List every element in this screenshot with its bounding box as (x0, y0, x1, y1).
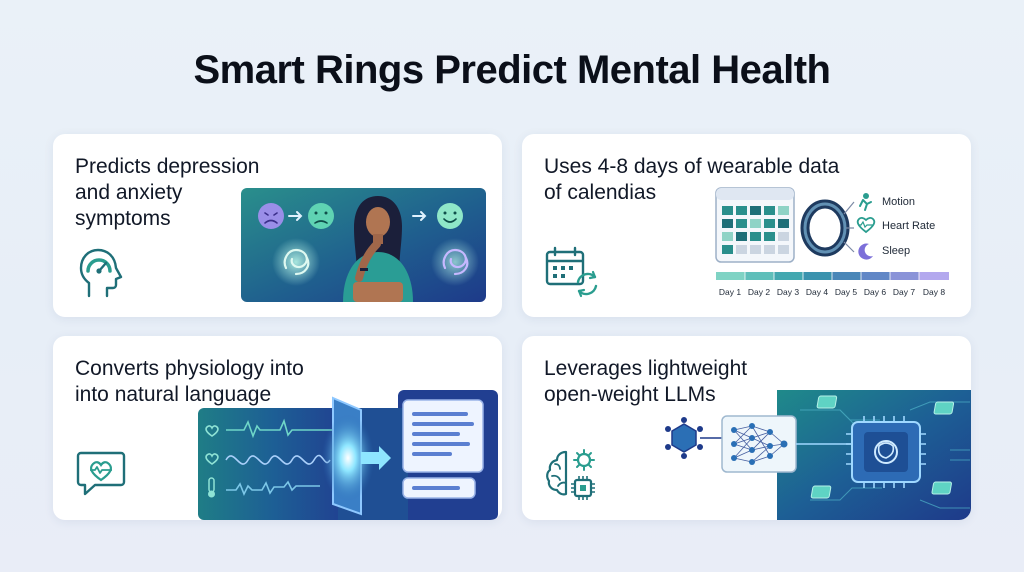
day-label: Day 1 (719, 287, 741, 297)
hexagon-node-icon (665, 417, 703, 459)
card-heading: Predicts depression and anxiety symptoms (75, 154, 259, 232)
happy-face-icon (437, 203, 463, 229)
swirl-icon (442, 248, 469, 276)
emotion-illustration (241, 188, 486, 302)
heading-line: of calendias (544, 181, 657, 204)
heading-line: Uses 4-8 days of wearable data (544, 155, 840, 178)
day-label: Day 5 (835, 287, 857, 297)
card-physiology-to-language: Converts physiology into into natural la… (53, 336, 502, 520)
card-open-weight-llms: Leverages lightweight open-weight LLMs (522, 336, 971, 520)
ai-chip-icon (846, 416, 926, 488)
brain-chip-icon (546, 449, 595, 500)
wearable-data-illustration: Motion Heart Rate Sleep Day 1 Day 2 Day … (715, 187, 949, 297)
heading-line: Converts physiology into (75, 357, 304, 380)
day-label: Day 8 (923, 287, 945, 297)
llm-network-illustration (665, 390, 971, 520)
day-label: Day 7 (893, 287, 915, 297)
physiology-conversion-illustration (198, 390, 498, 520)
day-label: Day 6 (864, 287, 886, 297)
heading-line: symptoms (75, 207, 171, 230)
card-wearable-data: Uses 4-8 days of wearable data of calend… (522, 134, 971, 317)
sleep-icon (858, 243, 873, 260)
legend-motion: Motion (882, 196, 915, 208)
timeline-bar (716, 272, 949, 280)
day-label: Day 2 (748, 287, 770, 297)
motion-icon (859, 193, 872, 211)
heart-chat-icon (76, 451, 126, 496)
day-label: Day 4 (806, 287, 828, 297)
sad-face-icon (258, 203, 284, 229)
card-predicts-symptoms: Predicts depression and anxiety symptoms (53, 134, 502, 317)
head-gauge-icon (79, 248, 123, 298)
heart-icon (205, 453, 219, 465)
thermometer-icon (208, 477, 215, 498)
day-label: Day 3 (777, 287, 799, 297)
heart-rate-icon (856, 217, 876, 234)
card-heading: Uses 4-8 days of wearable data of calend… (544, 154, 839, 206)
heart-icon (205, 425, 219, 437)
legend-heart-rate: Heart Rate (882, 220, 935, 232)
heading-line: and anxiety (75, 181, 183, 204)
calendar-refresh-icon (545, 246, 598, 298)
neutral-face-icon (308, 203, 334, 229)
heading-line: Predicts depression (75, 155, 260, 178)
page-title: Smart Rings Predict Mental Health (193, 48, 831, 92)
card-heading: Leverages lightweight open-weight LLMs (544, 356, 747, 408)
heading-line: Leverages lightweight (544, 357, 748, 380)
card-heading: Converts physiology into into natural la… (75, 356, 304, 408)
legend-sleep: Sleep (882, 245, 910, 257)
person-face (366, 207, 390, 237)
swirl-icon (283, 248, 310, 276)
heading-line: open-weight LLMs (544, 383, 716, 406)
heading-line: into natural language (75, 383, 272, 406)
